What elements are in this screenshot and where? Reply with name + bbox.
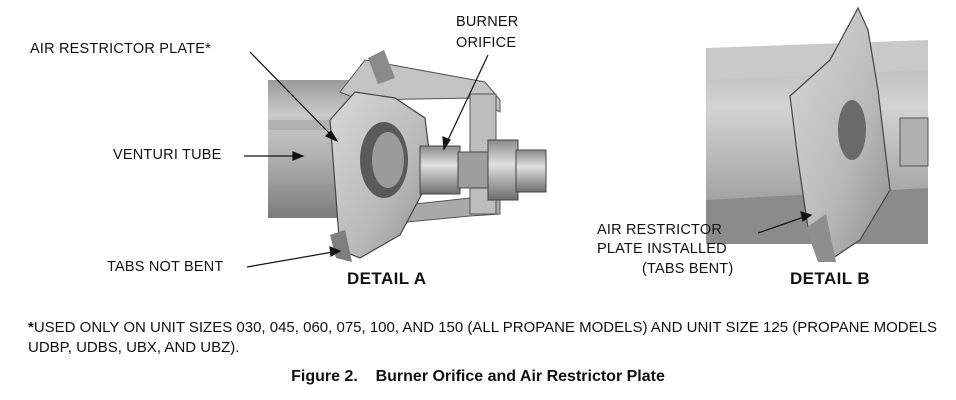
detail-b-title: DETAIL B bbox=[790, 269, 871, 288]
label-tabs-not-bent: TABS NOT BENT bbox=[107, 259, 224, 275]
label-burner-orifice-line2: ORIFICE bbox=[456, 35, 517, 51]
air-restrictor-plate-b bbox=[789, 6, 891, 262]
label-installed-line3: (TABS BENT) bbox=[642, 261, 734, 277]
detail-a-title: DETAIL A bbox=[347, 269, 427, 288]
leader-lines bbox=[244, 51, 813, 268]
burner-orifice-a bbox=[419, 139, 547, 201]
label-air-restrictor-plate: AIR RESTRICTOR PLATE* bbox=[30, 41, 211, 57]
footnote: *USED ONLY ON UNIT SIZES 030, 045, 060, … bbox=[28, 318, 943, 358]
label-installed-line1: AIR RESTRICTOR bbox=[597, 222, 722, 238]
figure-caption: Figure 2. Burner Orifice and Air Restric… bbox=[291, 368, 665, 385]
label-installed-line2: PLATE INSTALLED bbox=[597, 241, 727, 257]
footnote-marker: * bbox=[28, 319, 34, 336]
footnote-text: USED ONLY ON UNIT SIZES 030, 045, 060, 0… bbox=[28, 319, 937, 356]
label-venturi-tube: VENTURI TUBE bbox=[113, 147, 222, 163]
label-burner-orifice-line1: BURNER bbox=[456, 14, 519, 30]
